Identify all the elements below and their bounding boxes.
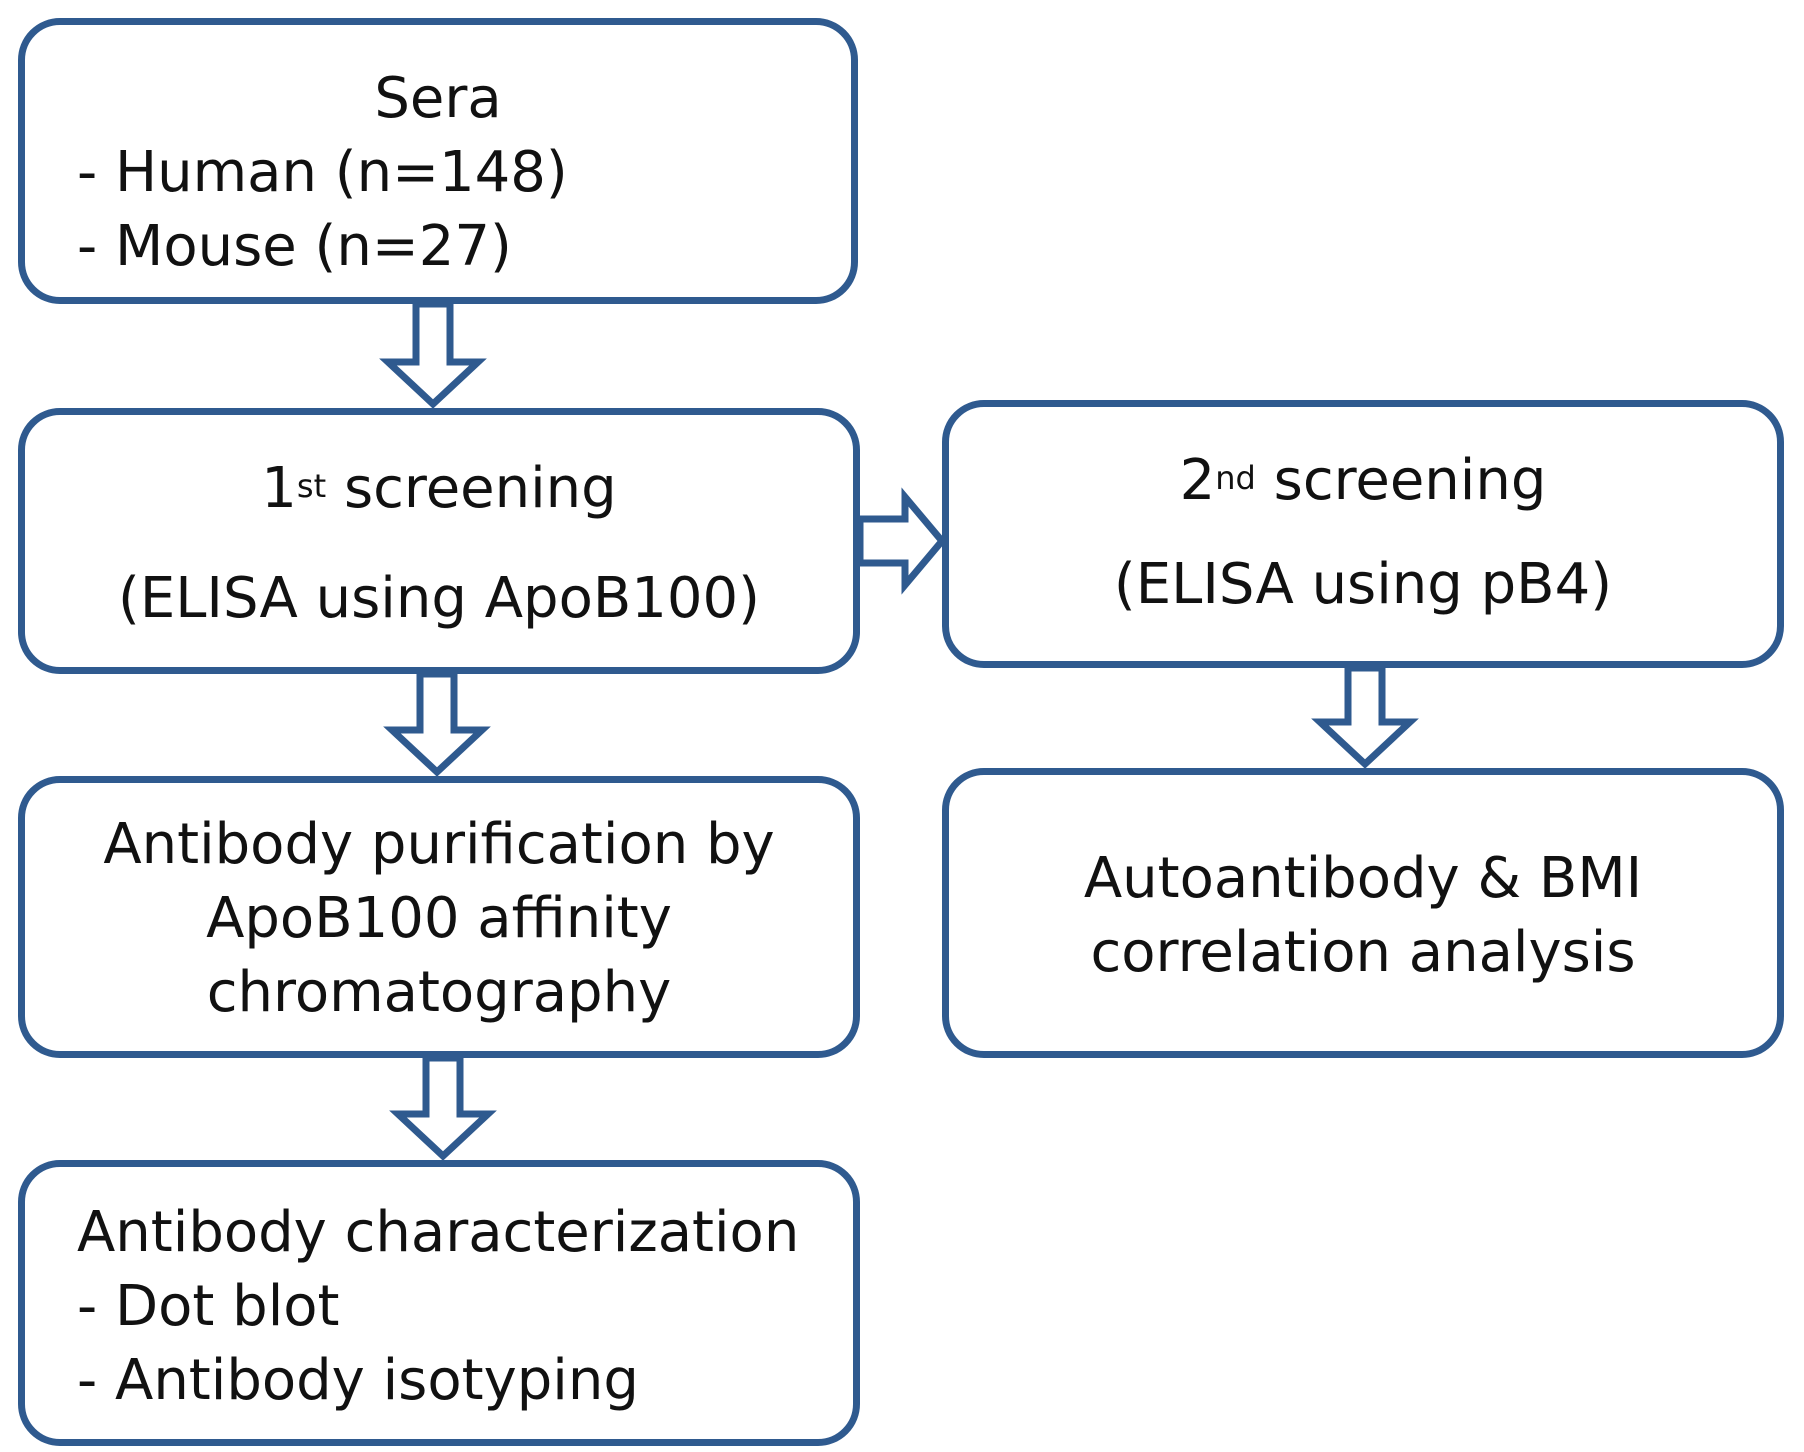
correlation-line-1: Autoantibody & BMI bbox=[1083, 846, 1643, 911]
arrow-down-screening2-to-correlation bbox=[1311, 664, 1419, 769]
purification-line-3: chromatography bbox=[206, 960, 672, 1025]
purification-line-1: Antibody purification by bbox=[103, 812, 775, 877]
screening2-number: 2 bbox=[1179, 448, 1216, 513]
screening1-title: 1st screening bbox=[25, 457, 853, 521]
screening1-number: 1 bbox=[261, 456, 297, 521]
characterization-item-isotyping: - Antibody isotyping bbox=[77, 1348, 639, 1413]
screening1-box: 1st screening (ELISA using ApoB100) bbox=[18, 408, 860, 674]
screening1-ordinal-suffix: st bbox=[296, 467, 327, 505]
arrow-down-sera-to-screening1 bbox=[379, 300, 487, 409]
screening2-title: 2nd screening bbox=[949, 449, 1777, 513]
screening2-word: screening bbox=[1273, 448, 1547, 513]
screening2-box: 2nd screening (ELISA using pB4) bbox=[942, 400, 1784, 668]
sera-title: Sera bbox=[374, 66, 502, 131]
arrow-down-screening1-to-purification bbox=[383, 670, 491, 777]
sera-box: Sera - Human (n=148) - Mouse (n=27) bbox=[18, 18, 858, 304]
arrow-down-purification-to-characterization bbox=[389, 1054, 497, 1161]
characterization-item-dot-blot: - Dot blot bbox=[77, 1274, 340, 1339]
sera-item-mouse: - Mouse (n=27) bbox=[77, 214, 512, 279]
sera-item-human: - Human (n=148) bbox=[77, 140, 568, 205]
screening2-subtitle: (ELISA using pB4) bbox=[1113, 552, 1613, 617]
screening1-word: screening bbox=[343, 456, 617, 521]
purification-box: Antibody purification by ApoB100 affinit… bbox=[18, 776, 860, 1058]
characterization-title: Antibody characterization bbox=[77, 1200, 800, 1265]
screening1-subtitle: (ELISA using ApoB100) bbox=[118, 566, 760, 631]
screening2-ordinal-suffix: nd bbox=[1215, 459, 1256, 497]
correlation-line-2: correlation analysis bbox=[1090, 920, 1636, 985]
correlation-box: Autoantibody & BMI correlation analysis bbox=[942, 768, 1784, 1058]
arrow-right-screening1-to-screening2 bbox=[856, 487, 947, 595]
characterization-box: Antibody characterization - Dot blot - A… bbox=[18, 1160, 860, 1446]
purification-line-2: ApoB100 affinity bbox=[206, 886, 672, 951]
